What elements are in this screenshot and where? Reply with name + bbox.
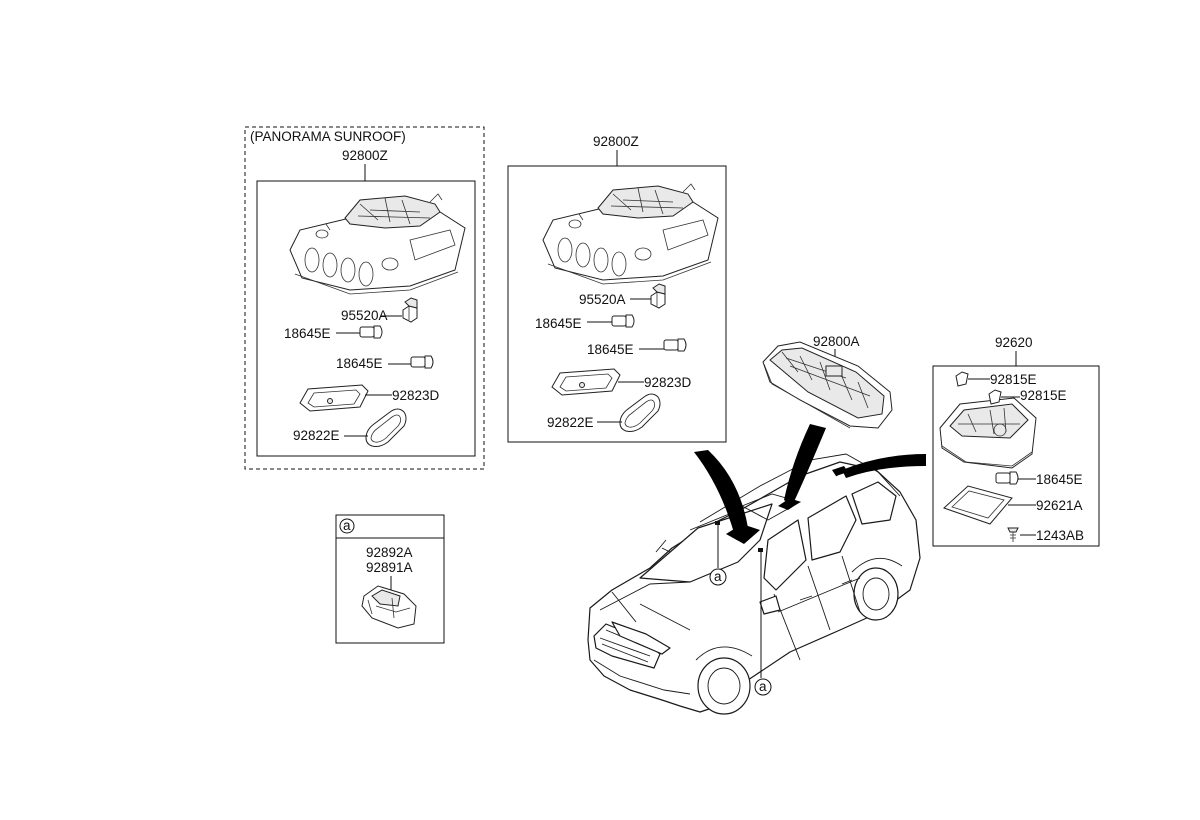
standard-bezel-label: 92823D: [644, 375, 692, 390]
leader-arrows: [694, 424, 926, 544]
car-illustration: [587, 453, 921, 715]
panorama-inner-frame: [256, 180, 476, 457]
car-lamp-location-front: [726, 524, 760, 544]
room-lamp-clip-1-label: 92815E: [990, 372, 1037, 387]
panorama-bulb-1: [359, 325, 383, 339]
standard-socket-label: 95520A: [579, 292, 626, 307]
standard-bulb-2: [663, 338, 687, 352]
standard-frame: [507, 165, 727, 443]
panorama-lens: [365, 408, 407, 447]
room-lamp-lens-label: 92621A: [1036, 498, 1083, 513]
panorama-socket-label: 95520A: [341, 308, 388, 323]
detail-a-marker-text: a: [343, 518, 351, 533]
callout-a-right-text: a: [759, 679, 767, 694]
map-lamp-group: 92800A: [762, 334, 893, 429]
standard-bulb-2-label: 18645E: [587, 342, 634, 357]
panorama-assembly-label: 92800Z: [342, 148, 388, 163]
panorama-bulb-1-label: 18645E: [284, 326, 331, 341]
car-lamp-location-sunroof: [778, 498, 800, 510]
callout-a-right: a: [754, 548, 772, 696]
standard-lamp-socket: [650, 283, 666, 309]
detail-a-part-1-label: 92892A: [366, 545, 413, 560]
room-lamp-screw-label: 1243AB: [1036, 528, 1084, 543]
panorama-bezel: [299, 384, 369, 412]
standard-lens-label: 92822E: [547, 415, 594, 430]
panorama-lamp-socket: [402, 297, 418, 323]
room-lamp-assembly-label: 92620: [995, 335, 1033, 350]
standard-assembly-label: 92800Z: [593, 134, 639, 149]
panorama-bulb-2: [410, 355, 434, 369]
panorama-lens-label: 92822E: [293, 428, 340, 443]
standard-console-assembly: [542, 183, 719, 285]
detail-a-marker: [339, 518, 355, 534]
car-lamp-location-rear: [832, 466, 848, 476]
map-lamp-assembly: [762, 341, 893, 429]
callout-a-left-text: a: [714, 569, 722, 584]
room-lamp-frame: [932, 365, 1100, 547]
panorama-bezel-label: 92823D: [392, 388, 440, 403]
room-lamp-clip-2: [988, 389, 1002, 405]
detail-a-frame: [335, 514, 445, 644]
standard-bulb-1: [611, 314, 635, 328]
standard-lens: [619, 393, 661, 432]
room-lamp-lens: [943, 485, 1013, 525]
room-lamp-bulb: [995, 471, 1019, 485]
detail-a-group: a 92892A 92891A: [335, 514, 445, 644]
room-lamp-bulb-label: 18645E: [1036, 472, 1083, 487]
map-lamp-assembly-label: 92800A: [813, 334, 860, 349]
standard-console-group: 92800Z 95520A 18645E 18645E 92823D 92822…: [507, 134, 727, 443]
callout-a-left: a: [709, 521, 727, 586]
room-lamp-housing: [939, 397, 1037, 469]
standard-bulb-1-label: 18645E: [535, 316, 582, 331]
detail-a-part-2-label: 92891A: [366, 560, 413, 575]
leader-arrow-standard: [694, 450, 748, 540]
room-lamp-clip-1: [955, 371, 969, 387]
panorama-dashed-frame: [244, 126, 485, 470]
room-lamp-clip-2-label: 92815E: [1020, 388, 1067, 403]
panorama-sunroof-group: (PANORAMA SUNROOF) 92800Z 95520A 18645E …: [244, 126, 485, 470]
panorama-bulb-2-label: 18645E: [336, 356, 383, 371]
detail-a-part: [361, 585, 417, 629]
leader-arrow-room-lamp: [842, 454, 926, 478]
panorama-console-assembly: [289, 193, 466, 295]
standard-bezel: [551, 368, 621, 396]
room-lamp-group: 92620 92815E 92815E 18645E 92621A: [932, 335, 1100, 547]
panorama-title: (PANORAMA SUNROOF): [250, 129, 406, 144]
room-lamp-screw: [1007, 527, 1019, 542]
leader-arrow-map-lamp: [784, 424, 826, 506]
